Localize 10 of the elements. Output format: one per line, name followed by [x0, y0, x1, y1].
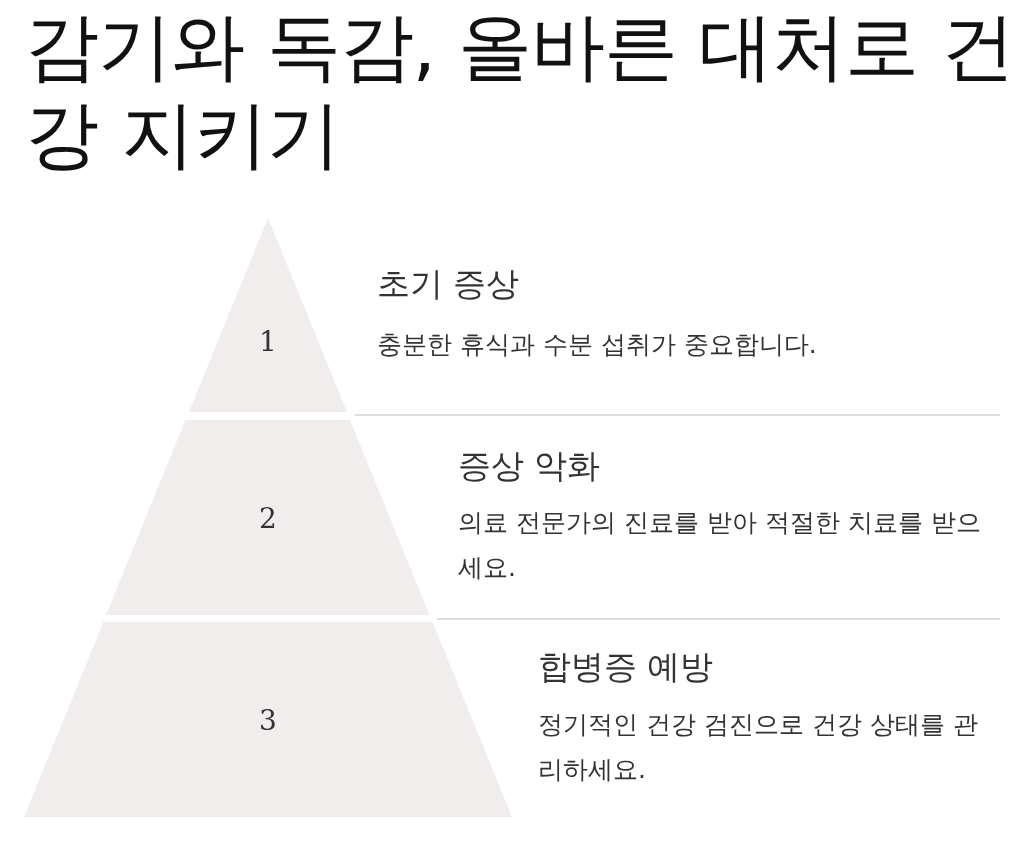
level-description: 정기적인 건강 검진으로 건강 상태를 관리하세요. [538, 709, 979, 786]
level-heading: 증상 악화 [458, 445, 601, 487]
level-number: 2 [259, 501, 277, 534]
level-number: 3 [259, 703, 277, 736]
level-description: 의료 전문가의 진료를 받아 적절한 치료를 받으세요. [458, 507, 982, 584]
level-number: 1 [259, 324, 277, 358]
level-heading: 초기 증상 [377, 263, 520, 305]
level-description: 충분한 휴식과 수분 섭취가 중요합니다. [377, 329, 818, 361]
level-heading: 합병증 예방 [538, 646, 714, 688]
title: 감기와 독감, 올바른 대처로 건강 지키기 [25, 2, 1015, 178]
